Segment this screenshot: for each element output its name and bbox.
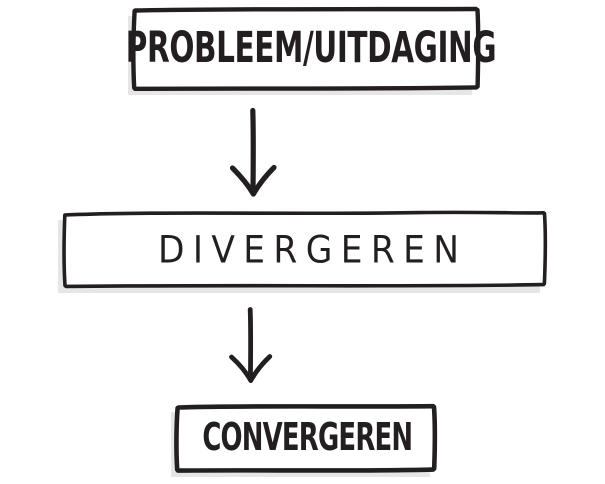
node-converge[interactable]: CONVERGEREN: [176, 405, 435, 470]
box-outline-converge: [174, 403, 438, 473]
connector-diverge-to-converge: [228, 304, 274, 388]
box-outline-diverge: [62, 210, 548, 289]
arrow-down-icon-2: [229, 307, 273, 383]
node-problem[interactable]: PROBLEEM/UITDAGING: [125, 8, 497, 88]
connector-problem-to-diverge: [231, 104, 277, 200]
node-diverge[interactable]: DIVERGEREN: [63, 212, 545, 286]
node-converge-label: CONVERGEREN: [202, 415, 413, 460]
node-diverge-label: DIVERGEREN: [158, 227, 468, 271]
node-problem-label: PROBLEEM/UITDAGING: [125, 23, 497, 73]
box-outline-problem: [131, 6, 481, 91]
arrow-down-icon-1: [229, 107, 277, 197]
